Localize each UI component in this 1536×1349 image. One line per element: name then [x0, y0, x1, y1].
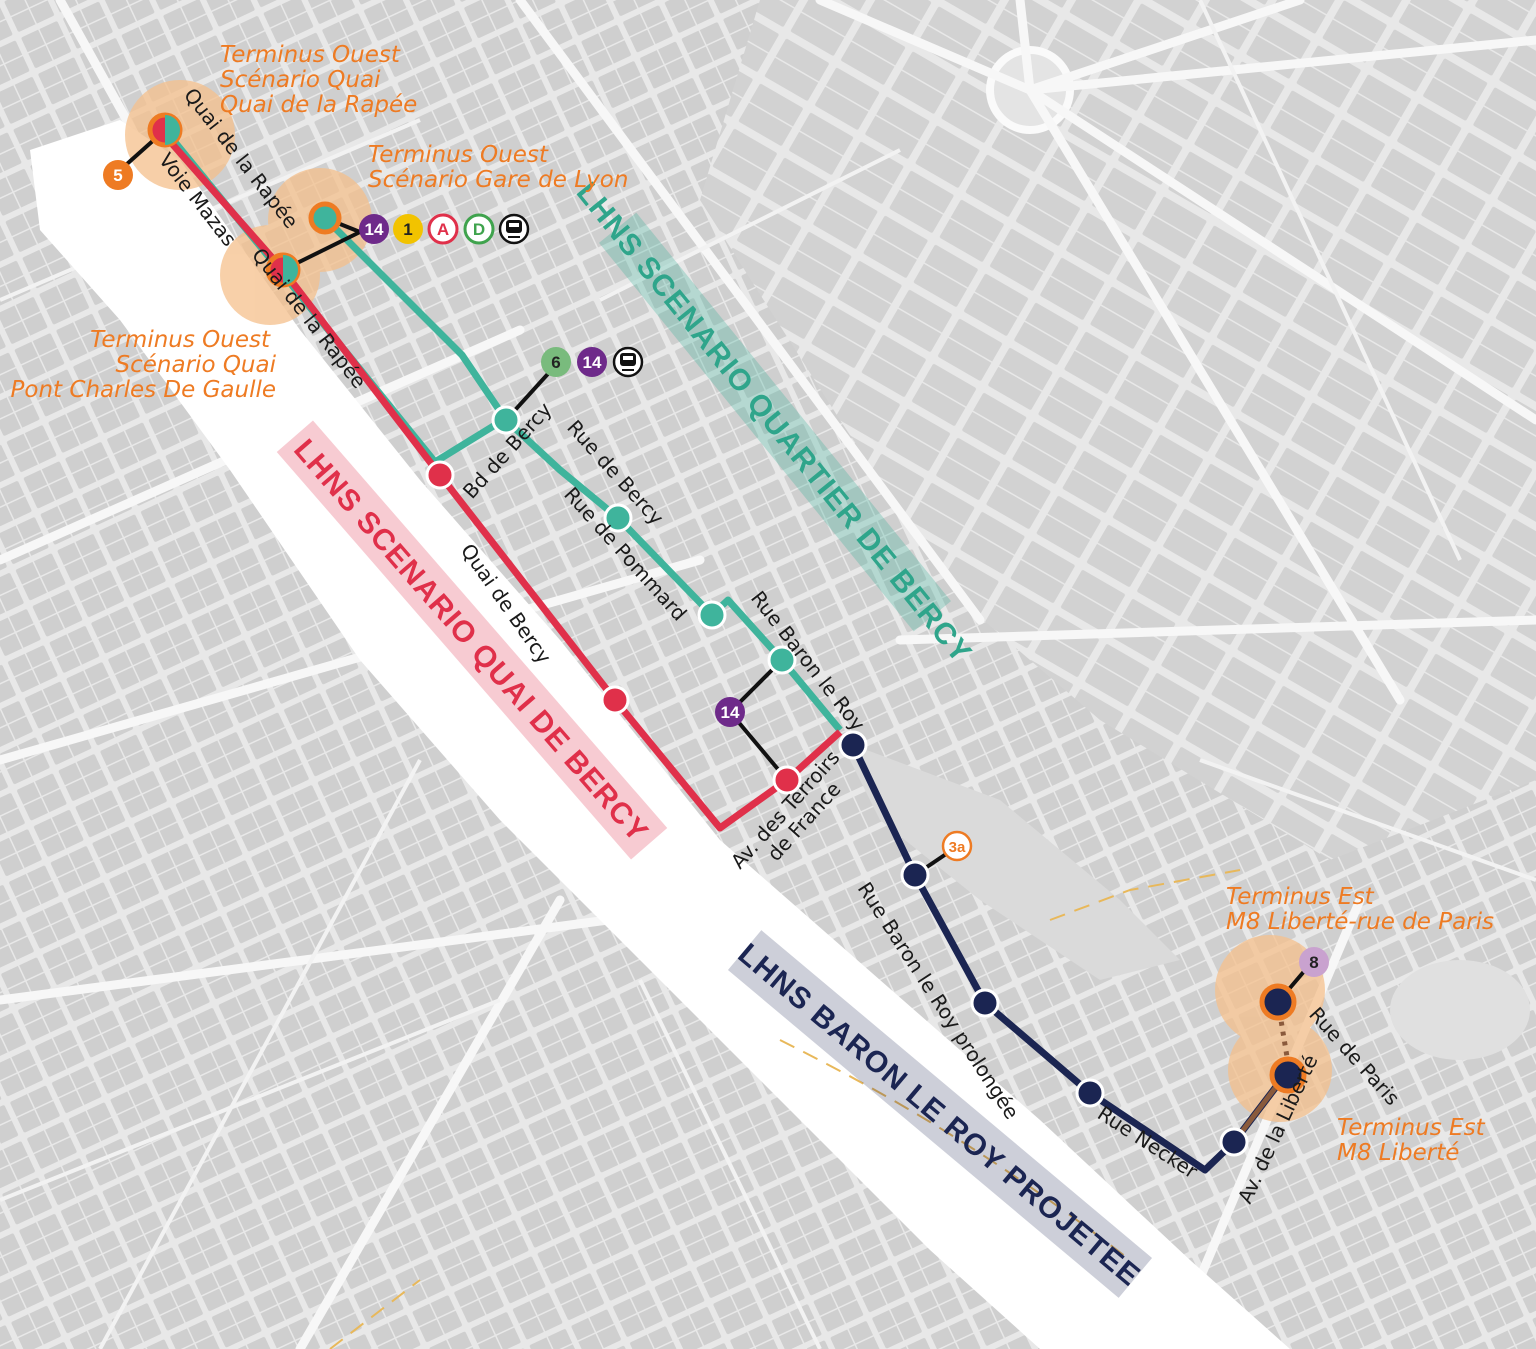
svg-text:M8 Liberté-rue de Paris: M8 Liberté-rue de Paris — [1226, 909, 1494, 935]
train-icon — [612, 346, 644, 378]
svg-text:14: 14 — [365, 220, 384, 239]
svg-text:Terminus Est: Terminus Est — [1337, 1115, 1486, 1141]
station-baron-start — [838, 730, 868, 760]
badge-m8: 8 — [1299, 947, 1329, 977]
station-bd-bercy-red — [425, 460, 455, 490]
badge-m14-bercy: 14 — [577, 347, 607, 377]
terminus-stations — [147, 112, 1307, 1094]
rail-track-2 — [329, 1279, 421, 1349]
park-bercy — [840, 740, 1180, 980]
svg-text:14: 14 — [721, 703, 740, 722]
badge-rer-a: A — [427, 213, 459, 245]
station-quai-bercy — [600, 685, 630, 715]
station-baron-prolongee — [970, 988, 1000, 1018]
svg-text:Scénario Quai: Scénario Quai — [116, 352, 277, 378]
station-rue-bercy — [603, 503, 633, 533]
terminus-est-liberte — [1269, 1056, 1307, 1094]
svg-text:Scénario Quai: Scénario Quai — [220, 67, 381, 93]
stations-red — [425, 460, 802, 795]
svg-text:Quai de la Rapée: Quai de la Rapée — [220, 92, 417, 118]
river-seine — [30, 120, 1290, 1349]
svg-text:Pont Charles De Gaulle: Pont Charles De Gaulle — [11, 377, 276, 403]
svg-text:Scénario Gare de Lyon: Scénario Gare de Lyon — [368, 167, 628, 193]
terminus-est-paris — [1259, 983, 1297, 1021]
svg-text:1: 1 — [403, 220, 412, 239]
badge-t3a: 3a — [941, 830, 973, 862]
station-rue-pommard — [697, 600, 727, 630]
svg-text:6: 6 — [551, 353, 560, 372]
station-bd-bercy — [491, 405, 521, 435]
station-liberte-av — [1219, 1127, 1249, 1157]
badge-rer-d: D — [463, 213, 495, 245]
station-rue-baron — [767, 645, 797, 675]
station-terroirs — [772, 765, 802, 795]
label-terminus-ouest-pont: Terminus Ouest Scénario Quai Pont Charle… — [11, 327, 277, 403]
terminus-gare — [308, 201, 342, 235]
station-baron-3a — [900, 860, 930, 890]
svg-text:Terminus Est: Terminus Est — [1226, 884, 1375, 910]
svg-text:14: 14 — [583, 353, 602, 372]
station-necker — [1075, 1078, 1105, 1108]
district-blocks-east — [700, 0, 1536, 860]
train-icon — [498, 213, 530, 245]
park-est — [1390, 960, 1530, 1060]
svg-text:Terminus Ouest: Terminus Ouest — [368, 142, 549, 168]
label-terminus-ouest-rapee: Terminus Ouest Scénario Quai Quai de la … — [220, 42, 417, 118]
badge-m14-gare: 14 — [359, 214, 389, 244]
svg-text:3a: 3a — [949, 839, 966, 856]
svg-text:A: A — [437, 220, 449, 239]
badge-m6: 6 — [541, 347, 571, 377]
stations-navy — [838, 730, 1249, 1157]
label-terminus-ouest-gare: Terminus Ouest Scénario Gare de Lyon — [368, 142, 628, 193]
svg-text:M8 Liberté: M8 Liberté — [1337, 1140, 1459, 1166]
badge-m5: 5 — [103, 160, 133, 190]
svg-text:Terminus Ouest: Terminus Ouest — [220, 42, 401, 68]
stations-teal — [491, 405, 797, 675]
svg-text:5: 5 — [113, 166, 122, 185]
rail-track-3 — [1049, 869, 1241, 921]
label-terminus-est-liberte: Terminus Est M8 Liberté — [1337, 1115, 1486, 1166]
svg-text:D: D — [473, 220, 485, 239]
rail-track — [779, 1039, 1131, 1261]
badge-m14-cour: 14 — [715, 697, 745, 727]
svg-text:8: 8 — [1309, 953, 1318, 972]
label-terminus-est-paris: Terminus Est M8 Liberté-rue de Paris — [1226, 884, 1494, 935]
badge-m1: 1 — [393, 214, 423, 244]
svg-text:Terminus Ouest: Terminus Ouest — [90, 327, 271, 353]
